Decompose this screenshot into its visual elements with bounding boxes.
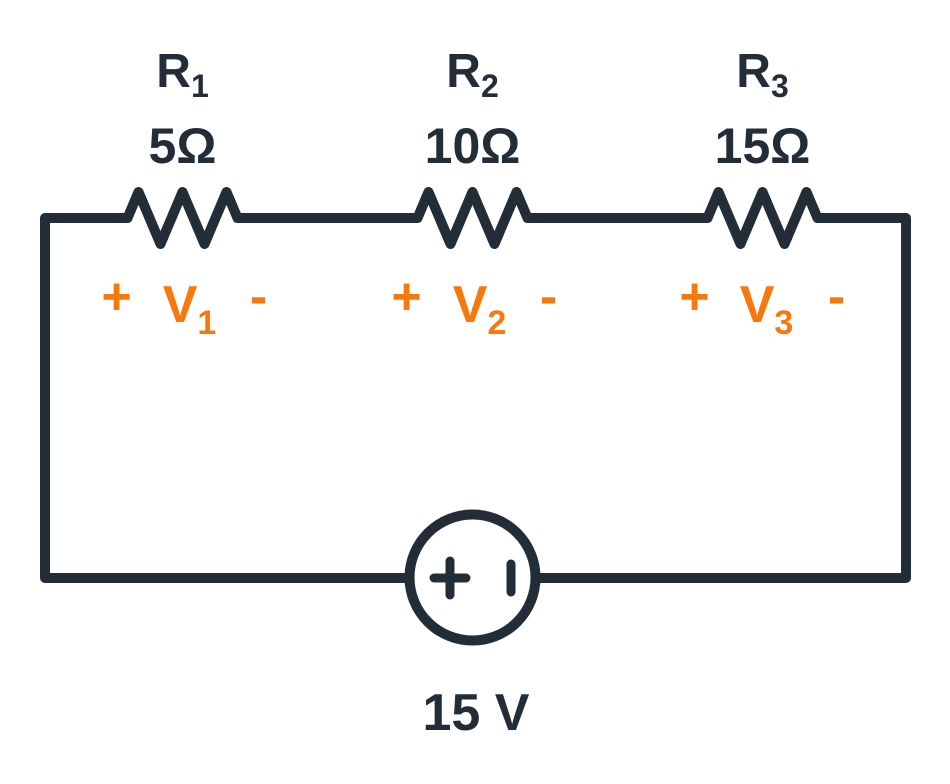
- voltage-2-label-base: V: [453, 276, 488, 334]
- resistor-2-name-base: R: [446, 45, 481, 98]
- circuit-loop-wire: [40, 187, 911, 583]
- resistor-2-value: 10Ω: [425, 118, 521, 174]
- voltage-1-minus-sign: -: [250, 268, 267, 326]
- voltage-source-circle: [404, 509, 541, 646]
- voltage-1-label: V1: [163, 276, 217, 342]
- voltage-1-plus-sign: +: [101, 268, 131, 326]
- voltage-2-plus-sign: +: [391, 268, 421, 326]
- voltage-2-label-sub: 2: [487, 304, 506, 342]
- voltage-1-label-sub: 1: [197, 304, 216, 342]
- plus-terminal-icon: [429, 556, 471, 600]
- resistor-3-name-sub: 3: [771, 68, 789, 104]
- resistor-3-name-base: R: [736, 45, 771, 98]
- resistor-2-name: R2: [446, 45, 498, 104]
- voltage-3-minus-sign: -: [828, 268, 845, 326]
- resistor-1-name-base: R: [156, 45, 191, 98]
- resistor-3-value: 15Ω: [715, 118, 811, 174]
- resistor-3-name: R3: [736, 45, 788, 104]
- voltage-3-plus-sign: +: [679, 268, 709, 326]
- resistor-1-value: 5Ω: [149, 118, 217, 174]
- voltage-3-label-base: V: [740, 276, 775, 334]
- resistor-2-name-sub: 2: [481, 68, 499, 104]
- voltage-1-label-base: V: [163, 276, 198, 334]
- voltage-2-label: V2: [453, 276, 507, 342]
- voltage-2-minus-sign: -: [540, 268, 557, 326]
- voltage-3-label-sub: 3: [774, 304, 793, 342]
- resistor-1-name-sub: 1: [191, 68, 209, 104]
- voltage-3-label: V3: [740, 276, 794, 342]
- source-voltage-label: 15 V: [423, 684, 530, 742]
- resistor-1-name: R1: [156, 45, 208, 104]
